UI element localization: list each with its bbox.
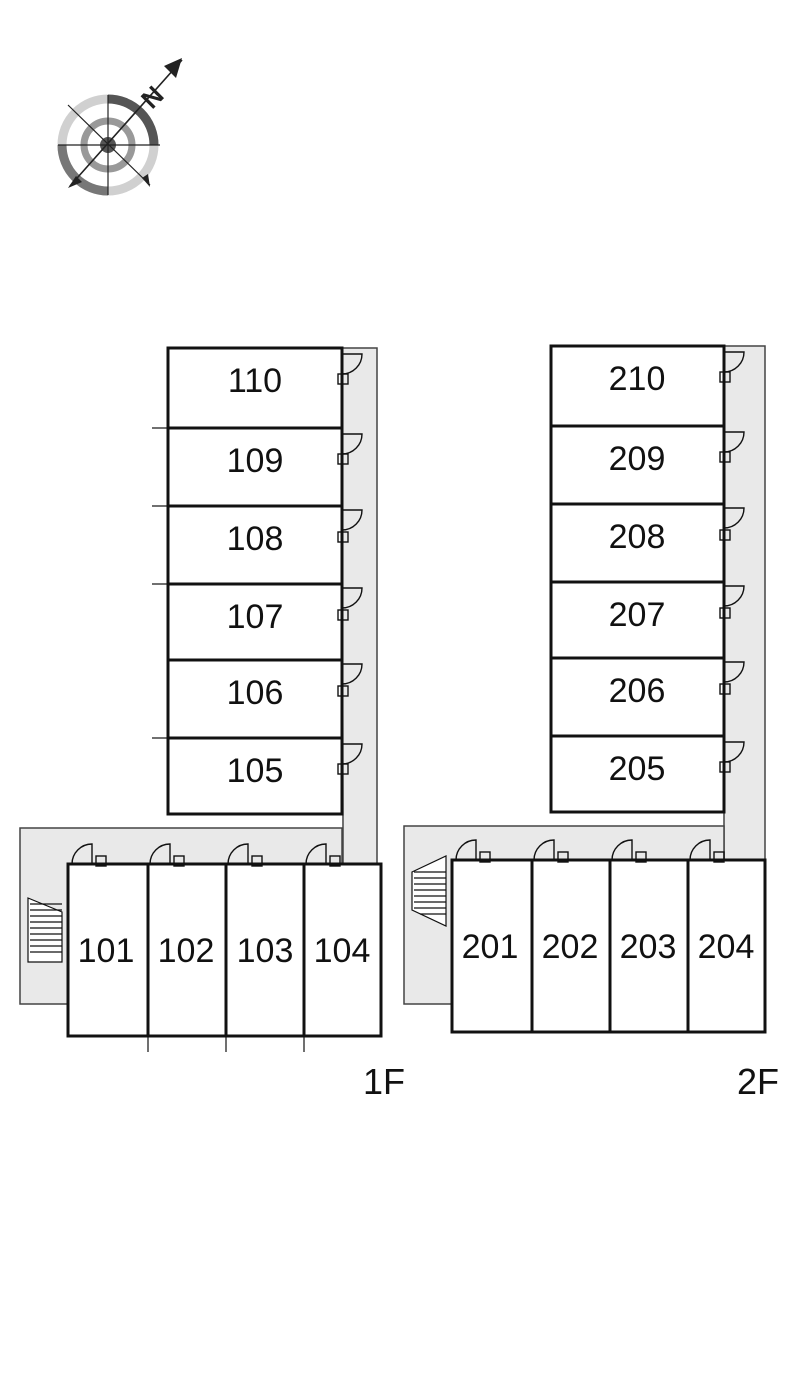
door-icon	[337, 353, 363, 775]
unit-label: 206	[609, 672, 666, 710]
unit-204	[686, 858, 767, 1034]
unit-label: 101	[78, 932, 135, 970]
unit-label: 207	[609, 596, 666, 634]
unit-label: 205	[609, 750, 666, 788]
unit-label: 210	[609, 360, 666, 398]
unit-203	[608, 858, 690, 1034]
staircase-icon	[411, 855, 447, 927]
unit-205	[549, 734, 726, 814]
floor-label: 2F	[737, 1061, 779, 1102]
unit-103	[224, 862, 306, 1038]
unit-209	[549, 424, 726, 506]
unit-108	[166, 504, 344, 586]
door-icon	[71, 843, 341, 867]
unit-label: 208	[609, 518, 666, 556]
unit-label: 102	[158, 932, 215, 970]
unit-label: 209	[609, 440, 666, 478]
unit-label: 105	[227, 752, 284, 790]
unit-210	[549, 344, 726, 428]
unit-label: 202	[542, 928, 599, 966]
floor-label: 1F	[363, 1061, 405, 1102]
floor-plan-1f: 110 109 108 107 106 105 101 102 103 104	[19, 346, 405, 1102]
staircase-icon	[27, 897, 63, 963]
unit-label: 103	[237, 932, 294, 970]
floor-plan-2f: 210 209 208 207 206 205 201 202 203 204 …	[403, 344, 779, 1102]
unit-label: 203	[620, 928, 677, 966]
unit-104	[302, 862, 383, 1038]
unit-label: 104	[314, 932, 371, 970]
unit-label: 201	[462, 928, 519, 966]
unit-105	[166, 736, 344, 816]
unit-label: 108	[227, 520, 284, 558]
unit-102	[146, 862, 228, 1038]
unit-109	[166, 426, 344, 508]
unit-101	[66, 862, 150, 1038]
compass-rose-icon: N	[57, 58, 183, 196]
unit-110	[166, 346, 344, 430]
door-icon	[719, 351, 745, 773]
door-icon	[455, 839, 725, 863]
unit-label: 110	[228, 362, 282, 400]
unit-label: 106	[227, 674, 284, 712]
unit-107	[166, 582, 344, 662]
unit-label: 109	[227, 442, 284, 480]
unit-label: 204	[698, 928, 755, 966]
unit-label: 107	[227, 598, 284, 636]
unit-206	[549, 656, 726, 738]
